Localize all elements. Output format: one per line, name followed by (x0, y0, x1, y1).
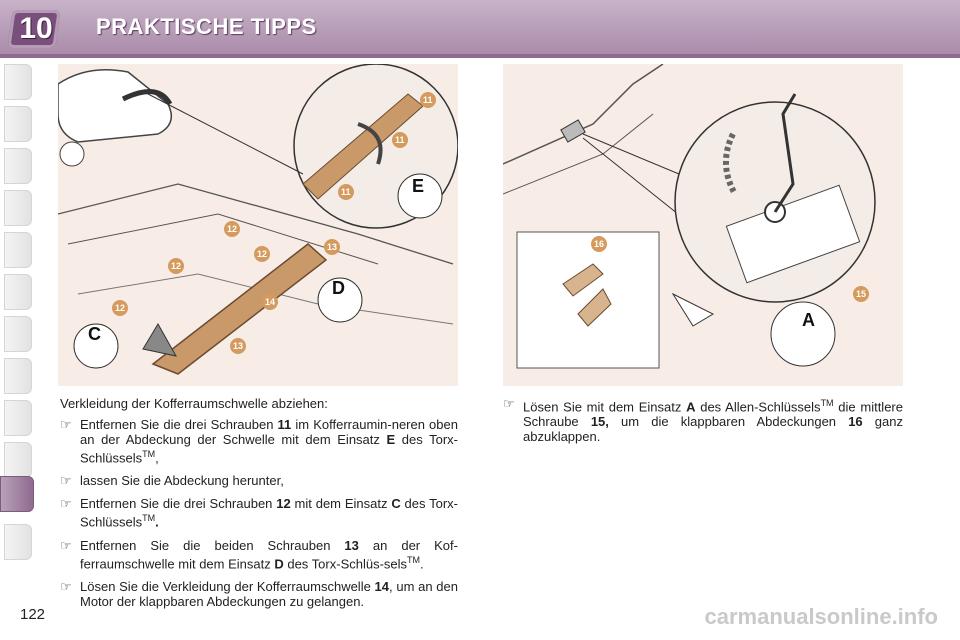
instruction-step: ☞ Entfernen Sie die beiden Schrauben 13 … (60, 537, 458, 571)
chapter-header (0, 0, 960, 56)
svg-text:D: D (332, 278, 345, 298)
instruction-step: ☞ Lösen Sie mit dem Einsatz A des Allen-… (503, 396, 903, 445)
rotation-arrow (722, 132, 738, 196)
page-number: 122 (20, 606, 46, 623)
svg-text:14: 14 (265, 297, 275, 307)
sill-end-cap (142, 323, 177, 357)
instructions-intro: Verkleidung der Kofferraumschwelle abzie… (60, 396, 328, 411)
torx-insert-d: D (317, 277, 363, 323)
instruction-step: ☞ Entfernen Sie die drei Schrauben 11 im… (60, 417, 458, 466)
pointer-arrow (121, 89, 173, 106)
callout-15: 15 (853, 286, 869, 302)
header-rule (0, 54, 960, 58)
chapter-tabs (0, 64, 34, 574)
callout-11: 11 (338, 184, 354, 200)
chapter-tab[interactable] (4, 400, 32, 436)
chapter-tab[interactable] (4, 358, 32, 394)
chapter-tab[interactable] (4, 442, 32, 478)
chapter-tab[interactable] (4, 106, 32, 142)
chapter-tab[interactable] (4, 232, 32, 268)
chapter-tab[interactable] (4, 274, 32, 310)
magnifier-leader (147, 93, 304, 175)
body-edge (502, 63, 664, 165)
svg-text:A: A (802, 310, 815, 330)
callout-12: 12 (168, 258, 184, 274)
car-outline (57, 69, 173, 143)
allen-key (773, 93, 797, 213)
hand-pointer-icon: ☞ (60, 417, 72, 432)
chapter-tab[interactable] (4, 190, 32, 226)
hand-pointer-icon: ☞ (503, 396, 515, 411)
chapter-tab-active[interactable] (0, 476, 34, 512)
svg-text:12: 12 (257, 249, 267, 259)
inset-detail-panel (516, 231, 660, 369)
chapter-tab[interactable] (4, 64, 32, 100)
chapter-number: 10 (19, 12, 53, 45)
car-wheel (59, 141, 85, 167)
svg-text:11: 11 (423, 95, 433, 105)
svg-text:E: E (412, 176, 424, 196)
instruction-step: ☞ lassen Sie die Abdeckung herunter, (60, 473, 284, 489)
allen-insert-a: A (770, 301, 836, 367)
latch-part (560, 119, 586, 143)
hand-pointer-icon: ☞ (60, 537, 72, 553)
torx-insert-e: E (397, 173, 443, 219)
torx-insert-c: C (73, 323, 119, 369)
folding-cover-16 (577, 288, 612, 327)
svg-text:12: 12 (171, 261, 181, 271)
trunk-sill-illustration: 11 11 11 12 12 12 12 13 13 14 E D C (57, 63, 459, 386)
callout-12: 12 (112, 300, 128, 316)
callout-11: 11 (420, 92, 436, 108)
hand-pointer-icon: ☞ (60, 578, 72, 594)
svg-text:C: C (88, 324, 101, 344)
left-instructions: Verkleidung der Kofferraumschwelle abzie… (60, 396, 458, 617)
svg-text:12: 12 (227, 224, 237, 234)
callout-11: 11 (392, 132, 408, 148)
callout-12: 12 (224, 221, 240, 237)
callout-14: 14 (262, 294, 278, 310)
callout-13: 13 (230, 338, 246, 354)
folding-cover-16 (562, 263, 604, 297)
svg-text:16: 16 (594, 239, 604, 249)
svg-text:11: 11 (395, 135, 405, 145)
watermark: carmanualsonline.info (704, 604, 939, 629)
hand-pointer-icon: ☞ (60, 473, 72, 489)
folding-cover-drawing: 16 15 A (502, 63, 876, 369)
right-instructions: ☞ Lösen Sie mit dem Einsatz A des Allen-… (503, 396, 903, 452)
instruction-step: ☞ Lösen Sie die Verkleidung der Kofferra… (60, 578, 458, 609)
svg-text:13: 13 (327, 242, 337, 252)
fold-arrow (671, 292, 715, 327)
page-title: PRAKTISCHE TIPPS (96, 14, 317, 39)
svg-text:12: 12 (115, 303, 125, 313)
folding-cover-illustration: 16 15 A (502, 63, 903, 386)
trunk-edge (67, 213, 379, 265)
svg-text:13: 13 (233, 341, 243, 351)
trunk-edge (57, 183, 454, 265)
chapter-tab[interactable] (4, 148, 32, 184)
fold-arrow (357, 122, 383, 165)
trunk-sill-drawing: 11 11 11 12 12 12 12 13 13 14 E D C (57, 63, 459, 375)
instruction-step: ☞ Entfernen Sie die drei Schrauben 12 mi… (60, 496, 458, 530)
sill-trim-14 (151, 243, 328, 375)
callout-12: 12 (254, 246, 270, 262)
svg-text:11: 11 (341, 187, 351, 197)
hand-pointer-icon: ☞ (60, 496, 72, 512)
chapter-tab[interactable] (4, 316, 32, 352)
chapter-tab[interactable] (4, 524, 32, 560)
svg-text:15: 15 (856, 289, 866, 299)
callout-13: 13 (324, 239, 340, 255)
callout-16: 16 (591, 236, 607, 252)
